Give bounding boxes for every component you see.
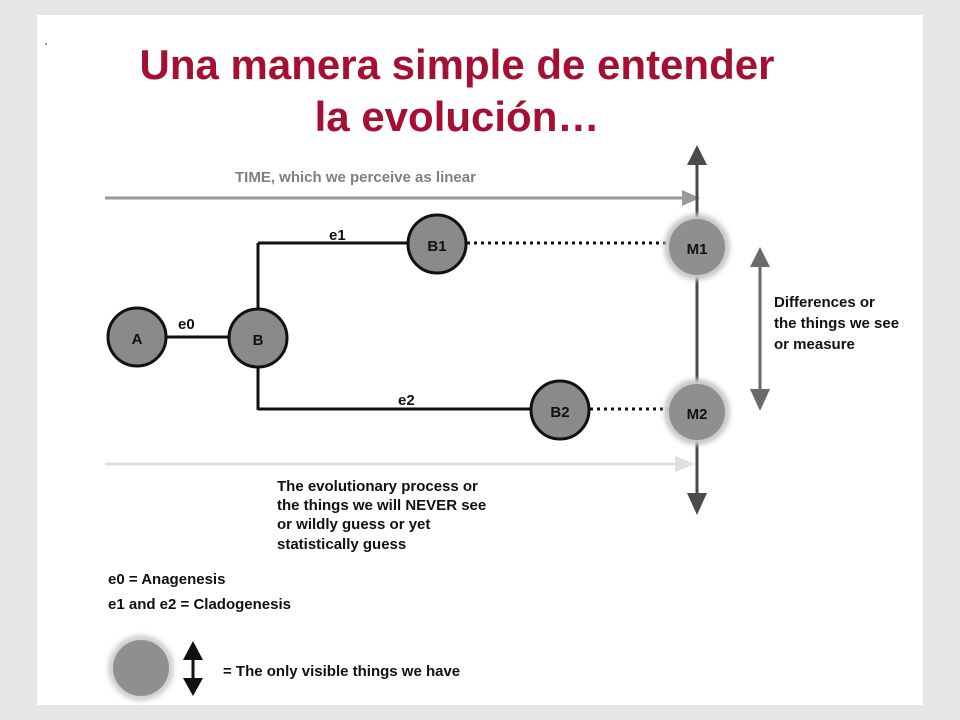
- node-a-label: A: [132, 331, 143, 348]
- time-label: TIME, which we perceive as linear: [235, 169, 476, 186]
- process-label-line-1: The evolutionary process or: [277, 478, 478, 495]
- differences-label-line-2: the things we see: [774, 315, 899, 332]
- edge-label-e2: e2: [398, 392, 415, 409]
- edge-label-e0: e0: [178, 316, 195, 333]
- node-b-label: B: [253, 332, 264, 349]
- node-m1: M1: [664, 214, 730, 280]
- tree-edges: [167, 241, 532, 411]
- legend-visible-circle: [108, 635, 174, 701]
- title-line-2: la evolución…: [314, 93, 600, 140]
- node-b2-label: B2: [550, 404, 569, 421]
- legend-line-1: e0 = Anagenesis: [108, 571, 225, 588]
- node-a: A: [106, 306, 168, 368]
- evolution-diagram: TIME, which we perceive as linear Differ…: [105, 145, 899, 701]
- title-line-1: Una manera simple de entender: [139, 41, 775, 88]
- node-m2: M2: [664, 379, 730, 445]
- slide-title: Una manera simple de entender la evoluci…: [37, 39, 877, 143]
- dotted-connectors: [467, 241, 669, 411]
- edge-label-e1: e1: [329, 227, 346, 244]
- slide: Una manera simple de entender la evoluci…: [37, 15, 923, 705]
- node-b1-label: B1: [427, 238, 446, 255]
- node-m2-label: M2: [687, 406, 708, 423]
- time-arrow: [105, 190, 700, 206]
- legend-line-2: e1 and e2 = Cladogenesis: [108, 596, 291, 613]
- differences-arrow: [750, 247, 770, 411]
- node-m1-label: M1: [687, 241, 708, 258]
- process-label-line-2: the things we will NEVER see: [277, 497, 486, 514]
- process-label-line-3: or wildly guess or yet: [277, 516, 430, 533]
- dot-mark: [45, 43, 47, 45]
- node-b1: B1: [406, 213, 468, 275]
- legend-visible-label: = The only visible things we have: [223, 663, 460, 680]
- node-b2: B2: [529, 379, 591, 441]
- process-label-line-4: statistically guess: [277, 536, 406, 553]
- differences-label-line-1: Differences or: [774, 294, 875, 311]
- node-b: B: [227, 307, 289, 369]
- differences-label-line-3: or measure: [774, 336, 855, 353]
- legend-double-arrow-icon: [183, 641, 203, 696]
- process-arrow: [105, 456, 695, 472]
